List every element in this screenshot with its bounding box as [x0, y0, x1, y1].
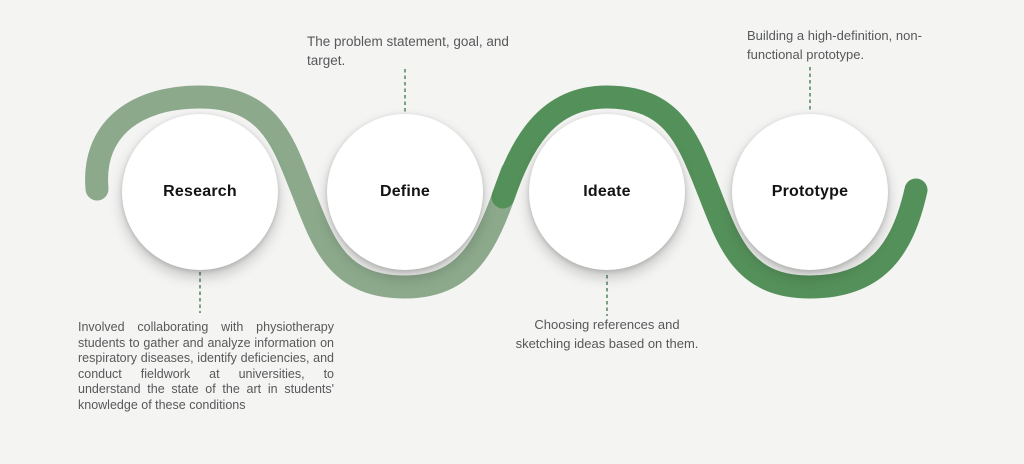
wave-segment-dark — [491, 85, 928, 299]
step-description-ideate: Choosing references and sketching ideas … — [515, 317, 699, 351]
step-circle-ideate: Ideate — [529, 114, 685, 270]
step-description-research: Involved collaborating with physiotherap… — [78, 320, 334, 412]
step-circle-prototype: Prototype — [732, 114, 888, 270]
step-label-research: Research — [163, 183, 237, 200]
step-label-ideate: Ideate — [583, 183, 631, 200]
step-description-define: The problem statement, goal, and target. — [307, 34, 509, 68]
wave-segment-light — [85, 85, 524, 299]
step-circle-define: Define — [327, 114, 483, 270]
step-description-prototype: Building a high-definition, non-function… — [747, 28, 922, 62]
step-label-define: Define — [379, 183, 431, 200]
step-label-prototype: Prototype — [771, 183, 849, 200]
step-circle-research: Research — [122, 114, 278, 270]
